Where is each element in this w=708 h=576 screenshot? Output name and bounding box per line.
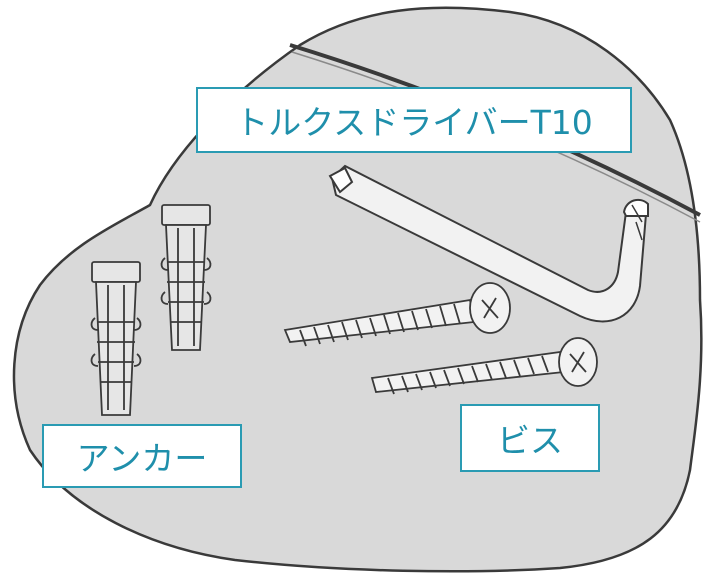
anchor-icon-1 [160,204,212,351]
torx-driver-label: トルクスドライバーT10 [196,87,632,153]
screw-icon-1 [283,282,511,347]
screw-label: ビス [460,404,600,472]
torx-driver-icon [328,164,649,323]
anchor-icon-2 [90,261,142,416]
anchor-label: アンカー [42,424,242,488]
screw-icon-2 [370,337,598,395]
